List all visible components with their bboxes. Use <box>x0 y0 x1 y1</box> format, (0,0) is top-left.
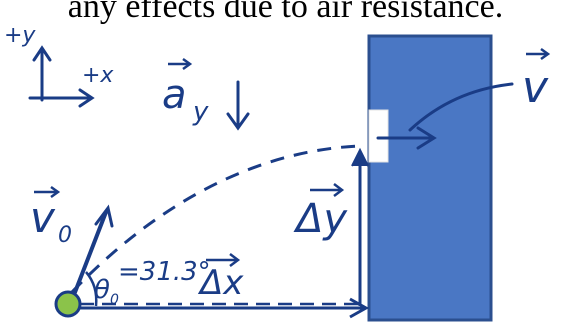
v-pointer-line <box>408 82 514 132</box>
v0-arrow <box>70 210 108 302</box>
ground-arrowhead <box>349 297 370 319</box>
velocity-at-wall <box>376 82 514 150</box>
delta-y-label: Δy <box>293 183 348 242</box>
trajectory-dashed <box>70 144 361 294</box>
plus-x-label: +x <box>82 63 114 88</box>
v0-subscript: 0 <box>58 223 72 248</box>
wall <box>367 34 493 322</box>
v-label-text: v <box>522 62 549 113</box>
v-label: v <box>522 47 551 113</box>
axes-indicator <box>28 45 95 108</box>
x-axis-arrowhead <box>78 88 95 108</box>
delta-x-text: Δx <box>197 263 244 303</box>
acceleration-vector: a y <box>162 57 250 131</box>
a-y-subscript: y <box>192 97 209 127</box>
angle-value: =31.3° <box>118 257 211 287</box>
y-axis-arrowhead <box>32 45 52 62</box>
theta-label: θ <box>94 275 110 305</box>
delta-y-text: Δy <box>293 196 348 242</box>
angle-arc <box>85 271 98 307</box>
theta-subscript: 0 <box>110 292 119 308</box>
ball <box>54 290 82 318</box>
a-y-label: a <box>162 72 187 118</box>
caption-text: any effects due to air resistance. <box>67 0 504 25</box>
wall-opening <box>368 109 389 163</box>
down-arrowhead-icon <box>226 112 250 131</box>
delta-x-label: Δx <box>197 253 244 303</box>
v0-arrowhead <box>94 204 114 228</box>
v0-label-text: v <box>30 193 56 242</box>
horizontal-velocity-arrowhead <box>416 126 437 150</box>
v0-label: v 0 <box>30 185 72 248</box>
delta-y-arrowhead <box>351 147 369 167</box>
plus-y-label: +y <box>4 23 36 48</box>
